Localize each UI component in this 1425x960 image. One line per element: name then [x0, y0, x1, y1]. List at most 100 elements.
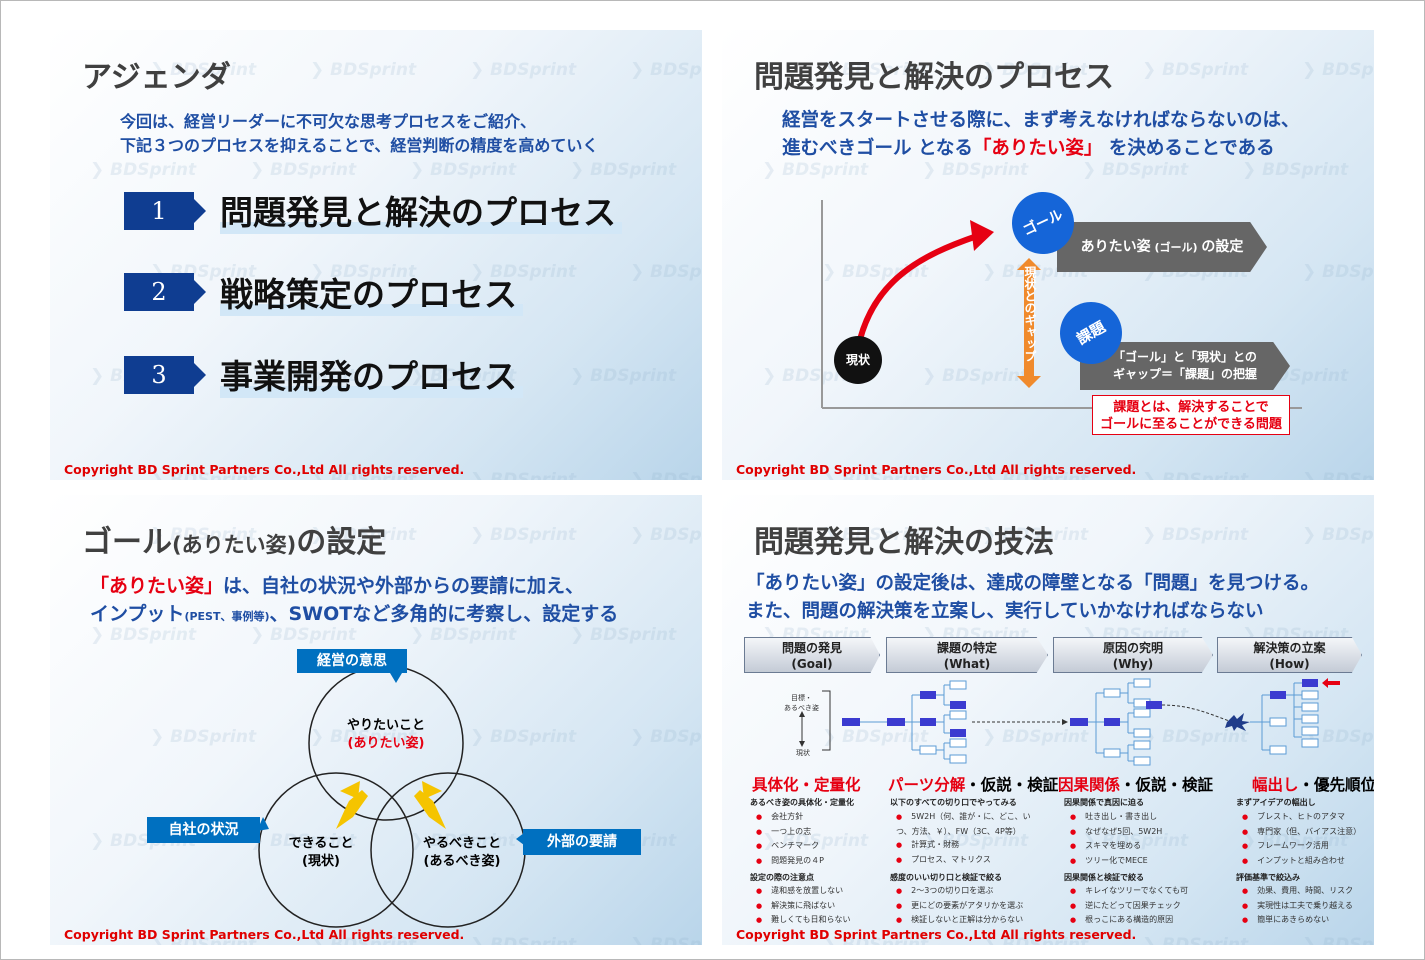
copyright-text: Copyright BD Sprint Partners Co.,Ltd All… [736, 927, 1137, 942]
axis-arrow-up [799, 711, 805, 717]
goal-box-sub: (ゴール) [1150, 241, 1202, 254]
watermark-logo: BDSprint [982, 727, 1088, 747]
tree-node [1301, 702, 1319, 712]
tree-diagrams [799, 678, 1340, 766]
lead-text: は、自社の状況や外部からの要請に加え、 [223, 575, 585, 597]
bullet-item: ツリー化でMECE [1070, 854, 1162, 869]
watermark-logo: BDSprint [1082, 160, 1188, 180]
watermark-logo: BDSprint [1142, 470, 1248, 480]
note-line: ゴールに至ることができる問題 [1100, 417, 1282, 432]
tree-1 [842, 718, 887, 726]
tree-node [842, 718, 860, 726]
arrow-head-left [340, 781, 360, 799]
column-subheading: 感度のいい切り口と検証で絞る [890, 873, 1002, 882]
issue-definition-note: 課題とは、解決することで ゴールに至ることができる問題 [1092, 395, 1290, 435]
agenda-item-label: 事業開発のプロセス [220, 350, 523, 398]
lead-line: また、問題の解決策を立案し、実行していかなければならない [746, 601, 1264, 622]
bullet-item: 吐き出し・書き出し [1070, 810, 1162, 825]
axis-current-label: 現状 [796, 749, 810, 757]
axis-arrow-down [799, 741, 805, 747]
tree-node [1133, 728, 1151, 738]
process-step: 問題の発見(Goal) [744, 637, 880, 673]
dashed-link [1161, 704, 1233, 723]
heading-red: 因果関係 [1058, 776, 1121, 794]
tree-edge [936, 684, 950, 760]
bullet-item: インプットと組み合わせ [1242, 854, 1361, 869]
intro-text: 今回は、経営リーダーに不可欠な思考プロセスをご紹介、 下記３つのプロセスを抑える… [120, 110, 598, 158]
watermark-logo: BDSprint [1142, 935, 1248, 945]
heading-red: 具体化・定量化 [752, 776, 861, 794]
watermark-logo: BDSprint [150, 727, 256, 747]
tree-node [950, 701, 966, 709]
tree-node [1103, 748, 1121, 758]
column-subheading: 因果関係で真因に迫る [1064, 798, 1144, 807]
slide-problem-process: BDSprintBDSprintBDSprintBDSprintBDSprint… [722, 30, 1374, 480]
goal-setting-box: ありたい姿 (ゴール) の設定 [1057, 222, 1267, 272]
step-sub: (How) [1269, 657, 1310, 671]
bullet-item: 会社方針 [756, 810, 824, 825]
tree-node [1269, 745, 1287, 755]
tree-2 [887, 680, 1068, 764]
up-arrow-left [336, 790, 368, 829]
title-sub: (ありたい姿) [172, 533, 297, 557]
slide-techniques: BDSprintBDSprintBDSprintBDSprintBDSprint… [722, 495, 1374, 945]
link-arrow [1062, 719, 1068, 725]
bullet-item: 5W2H（何、誰が・に、どこ、いつ、方法、￥）、FW（3C、4P等） [896, 810, 1046, 838]
step-sub: (Why) [1112, 657, 1154, 671]
column-heading: 具体化・定量化 [752, 773, 861, 795]
venn-text: (現状) [302, 854, 340, 869]
heading-rest: ・仮説・検証 [965, 776, 1059, 794]
watermark-logo: BDSprint [1242, 160, 1348, 180]
bullet-list: キレイなツリーでなくても可 逆にたどって因果チェック 根っこにある構造的原因 [1070, 884, 1188, 928]
tree-node [949, 754, 967, 764]
watermark-logo: BDSprint [1142, 525, 1248, 545]
lead-highlight: 「ありたい姿」 [90, 575, 224, 597]
burst-icon [1225, 713, 1250, 731]
tree-node [949, 680, 967, 690]
bullet-list: 効果、費用、時間、リスク 実現性は工夫で乗り越える 簡単にあきらめない [1242, 884, 1353, 928]
tree-node [1133, 740, 1151, 750]
step-title: 課題の特定 [936, 641, 997, 655]
watermark-logo: BDSprint [822, 525, 928, 545]
watermark-logo: BDSprint [470, 935, 576, 945]
callout-pointer [257, 817, 269, 831]
watermark-logo: BDSprint [150, 525, 256, 545]
bullet-item: 更にどの要素がアタリかを選ぶ [896, 899, 1023, 914]
venn-text: (あるべき姿) [423, 854, 501, 869]
bullet-item: ブレスト、ヒトのアタマ [1242, 810, 1361, 825]
venn-text: やるべきこと [422, 836, 501, 851]
watermark-logo: BDSprint [630, 525, 702, 545]
tree-node [1301, 714, 1319, 724]
bullet-list: 5W2H（何、誰が・に、どこ、いつ、方法、￥）、FW（3C、4P等） 計算式・財… [896, 810, 1046, 867]
lead-highlight: 「ありたい姿」 [972, 138, 1103, 159]
watermark-logo: BDSprint [1142, 60, 1248, 80]
tree-node [1133, 756, 1151, 766]
arrow-head [970, 220, 994, 251]
heading-rest: ・優先順位 [1298, 776, 1374, 794]
watermark-logo: BDSprint [310, 525, 416, 545]
watermark-logo: BDSprint [1302, 60, 1374, 80]
watermark-logo: BDSprint [410, 625, 516, 645]
goal-box-text: の設定 [1201, 239, 1244, 255]
bullet-item: 2～3つの切り口を選ぶ [896, 884, 1023, 899]
tree-node [920, 718, 936, 726]
tag-external-demand: 外部の要請 [523, 829, 641, 855]
bullet-item: 一つ上の志 [756, 825, 824, 840]
bracket [822, 690, 831, 751]
watermark-logo: BDSprint [630, 935, 702, 945]
issue-box-line: ギャップ＝「課題」の把握 [1112, 367, 1257, 381]
watermark-logo: BDSprint [570, 160, 676, 180]
column-subheading: あるべき姿の具体化・定量化 [750, 798, 854, 807]
tree-node [1302, 679, 1318, 687]
step-title: 原因の究明 [1102, 641, 1163, 655]
axis-text: あるべき姿 [784, 704, 819, 712]
watermark-logo: BDSprint [150, 470, 256, 480]
tree-4 [1225, 678, 1340, 755]
watermark-logo: BDSprint [630, 727, 702, 747]
bullet-list: ブレスト、ヒトのアタマ 専門家（但、バイアス注意） フレームワーク活用 インプッ… [1242, 810, 1361, 868]
watermark-logo: BDSprint [310, 935, 416, 945]
bullet-item: 効果、費用、時間、リスク [1242, 884, 1353, 899]
watermark-logo: BDSprint [630, 262, 702, 282]
column-subheading: 評価基準で絞込み [1236, 873, 1300, 882]
watermark-logo: BDSprint [250, 160, 356, 180]
